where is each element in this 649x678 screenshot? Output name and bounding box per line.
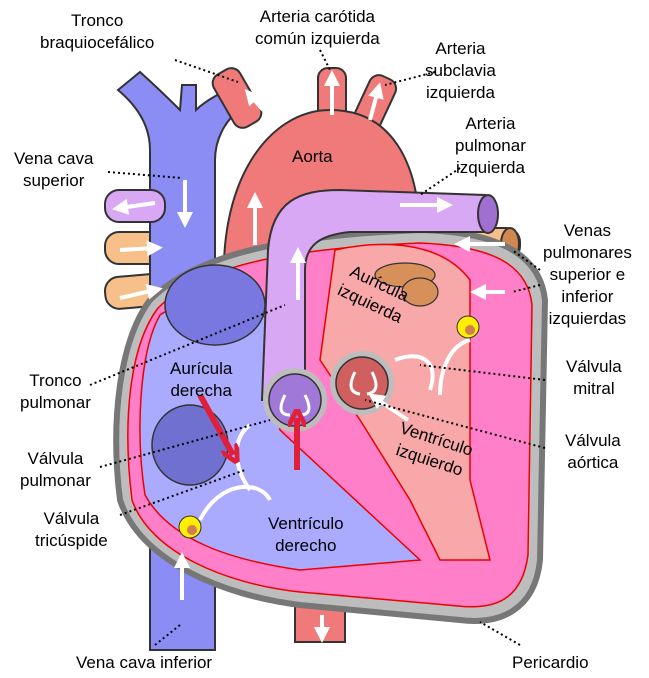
left-atrium-ventricle [319, 243, 491, 561]
label-line: Válvula [27, 449, 84, 468]
label-line: subclavia [425, 61, 496, 80]
label-pulmonary-trunk: Tronco pulmonar [20, 370, 91, 414]
label-line: pulmonares [543, 243, 632, 262]
label-line: Arteria carótida [259, 7, 376, 26]
label-line: Válvula [43, 509, 100, 528]
label-line: izquierdas [548, 309, 627, 328]
label-line: Ventrículo [268, 514, 344, 533]
ivc-opening [151, 404, 229, 486]
label-line: Válvula [565, 431, 621, 450]
label-line: aórtica [567, 453, 619, 472]
label-superior-vena-cava: Vena cava superior [14, 148, 93, 192]
mitral-valve [394, 338, 471, 396]
label-left-pulmonary-veins: Venas pulmonares superior e inferior izq… [543, 220, 632, 330]
coronary-vessels [178, 315, 480, 539]
label-brachiocephalic-trunk: Tronco braquiocefálico [40, 10, 154, 54]
label-line: Tronco [71, 11, 124, 30]
label-line: Aurícula [170, 359, 233, 378]
label-tricuspid-valve: Válvula tricúspide [35, 508, 108, 552]
label-line: braquiocefálico [40, 33, 155, 52]
label-line: derecho [275, 536, 337, 555]
label-pulmonary-valve: Válvula pulmonar [20, 448, 91, 492]
label-line: común izquierda [255, 29, 380, 48]
label-mitral-valve: Válvula mitral [566, 356, 622, 400]
label-aortic-valve: Válvula aórtica [565, 430, 621, 474]
label-left-pulmonary-artery: Arteria pulmonar izquierda [455, 113, 526, 179]
label-line: mitral [573, 379, 615, 398]
label-line: pulmonar [455, 136, 526, 155]
label-line: Vena cava [14, 149, 94, 168]
label-inferior-vena-cava: Vena cava inferior [76, 653, 213, 672]
label-line: superior [22, 171, 85, 190]
label-line: Venas [563, 221, 612, 240]
label-aorta: Aorta [292, 147, 333, 166]
label-line: pulmonar [20, 471, 91, 490]
label-line: Válvula [566, 357, 622, 376]
label-line: pulmonar [20, 393, 91, 412]
label-left-subclavian: Arteria subclavia izquierda [425, 38, 496, 104]
label-pericardium: Pericardio [512, 653, 589, 672]
label-line: Arteria [465, 114, 516, 133]
leader-lines [89, 49, 546, 646]
label-line: Arteria [435, 39, 486, 58]
label-line: tricúspide [35, 531, 108, 550]
label-line: izquierda [455, 158, 525, 177]
label-line: izquierda [425, 83, 495, 102]
label-right-ventricle: Ventrículo derecho [268, 513, 344, 557]
label-left-common-carotid: Arteria carótida común izquierda [255, 6, 380, 50]
label-line: superior e [549, 265, 626, 284]
label-line: derecha [170, 381, 232, 400]
label-right-atrium: Aurícula derecha [170, 358, 232, 402]
flow-arrows [112, 70, 505, 643]
red-flow-arrows [197, 393, 297, 470]
label-line: inferior [561, 287, 614, 306]
label-line: Tronco [29, 371, 82, 390]
